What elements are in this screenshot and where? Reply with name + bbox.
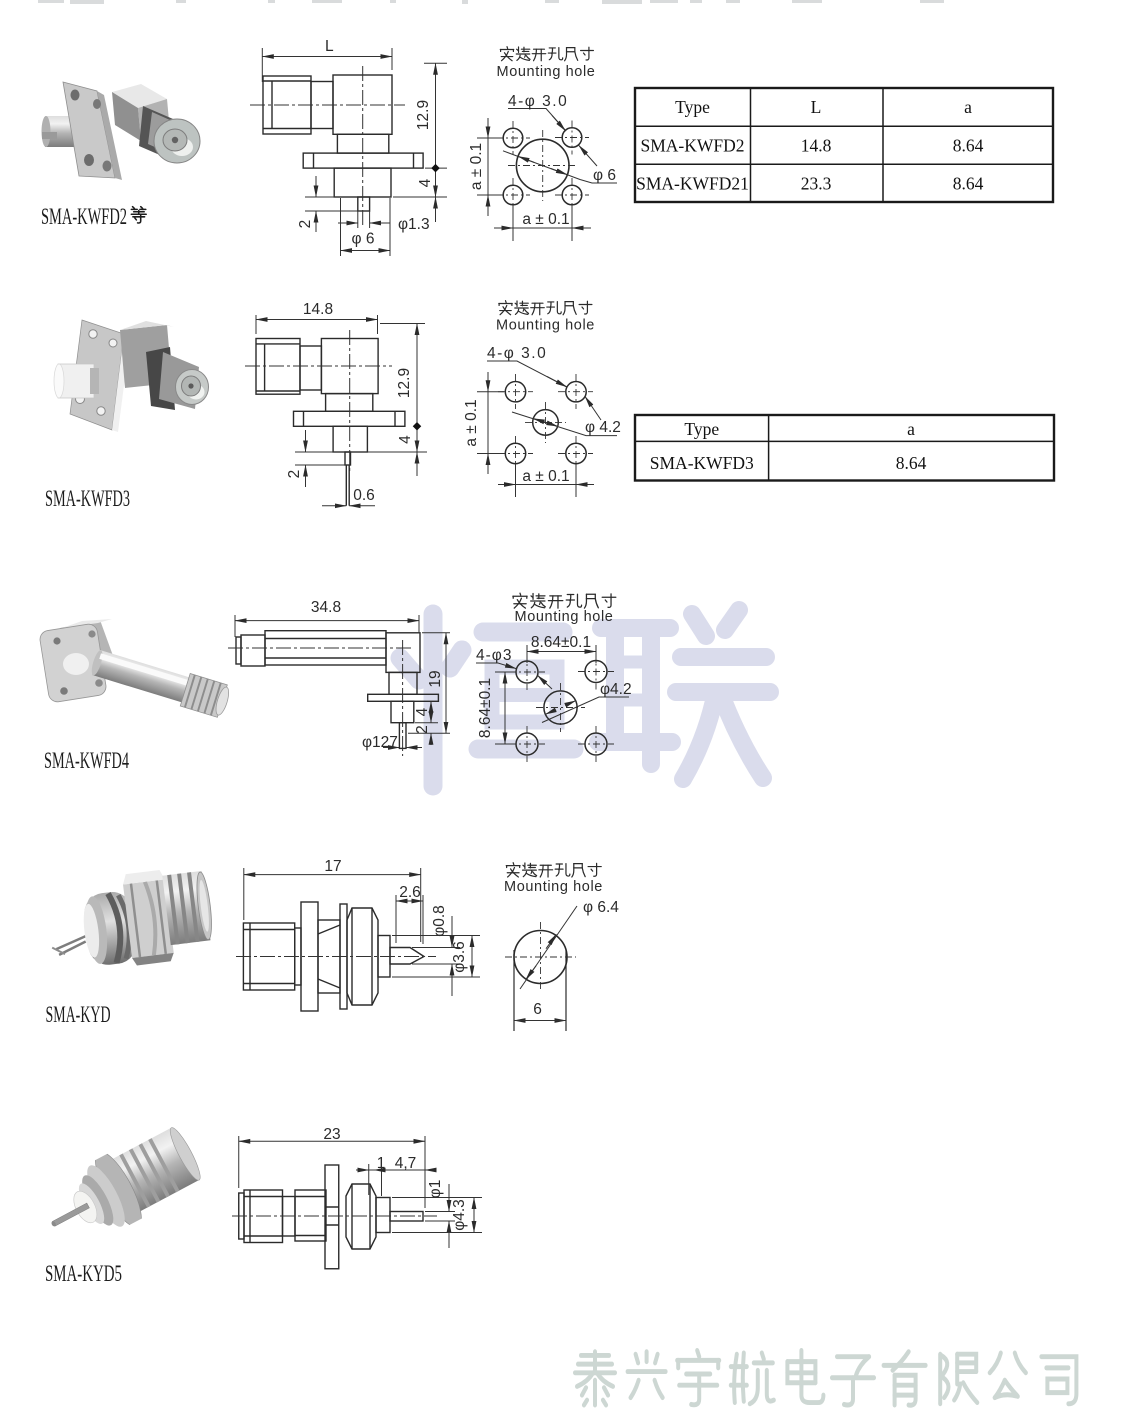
svg-text:a ± 0.1: a ± 0.1 xyxy=(468,143,485,190)
svg-text:4: 4 xyxy=(414,707,431,716)
svg-text:φ4.2: φ4.2 xyxy=(600,681,632,698)
svg-text:19: 19 xyxy=(427,670,444,687)
svg-text:SMA-KYD: SMA-KYD xyxy=(46,1002,111,1027)
svg-text:Type: Type xyxy=(675,97,710,117)
svg-text:1: 1 xyxy=(377,1155,386,1172)
svg-text:SMA-KWFD21: SMA-KWFD21 xyxy=(636,174,749,194)
svg-text:4,7: 4,7 xyxy=(395,1155,417,1172)
svg-text:8.64: 8.64 xyxy=(953,136,984,156)
svg-text:4: 4 xyxy=(417,178,434,187)
svg-text:φ127: φ127 xyxy=(362,734,398,751)
svg-text:φ3.6: φ3.6 xyxy=(451,941,468,973)
svg-text:φ 4.2: φ 4.2 xyxy=(585,419,621,436)
svg-text:φ 6.4: φ 6.4 xyxy=(583,899,619,916)
svg-text:8.64: 8.64 xyxy=(896,453,927,473)
svg-text:2.6: 2.6 xyxy=(399,884,421,901)
svg-text:SMA-KYD5: SMA-KYD5 xyxy=(45,1261,122,1286)
svg-text:8.64±0.1: 8.64±0.1 xyxy=(477,678,494,738)
svg-text:a: a xyxy=(907,419,915,439)
svg-text:SMA-KWFD3: SMA-KWFD3 xyxy=(650,453,754,473)
svg-text:4-φ3: 4-φ3 xyxy=(476,647,512,664)
svg-text:φ0.8: φ0.8 xyxy=(431,905,448,937)
svg-text:φ4.3: φ4.3 xyxy=(451,1199,468,1231)
svg-text:4-φ 3.0: 4-φ 3.0 xyxy=(487,345,547,362)
svg-text:φ 6: φ 6 xyxy=(352,231,375,248)
svg-text:Mounting hole: Mounting hole xyxy=(515,609,614,625)
svg-text:SMA-KWFD3: SMA-KWFD3 xyxy=(45,486,130,511)
svg-text:L: L xyxy=(325,38,334,55)
svg-text:23.3: 23.3 xyxy=(801,174,832,194)
svg-text:14.8: 14.8 xyxy=(801,136,832,156)
svg-text:φ1.3: φ1.3 xyxy=(398,216,430,233)
svg-text:34.8: 34.8 xyxy=(311,599,341,616)
svg-text:4: 4 xyxy=(397,435,414,444)
svg-text:14.8: 14.8 xyxy=(303,301,333,318)
svg-text:6: 6 xyxy=(533,1001,542,1018)
svg-text:2: 2 xyxy=(297,220,314,229)
svg-text:0.6: 0.6 xyxy=(353,487,375,504)
svg-text:4-φ 3.0: 4-φ 3.0 xyxy=(508,93,568,110)
svg-text:Type: Type xyxy=(684,419,719,439)
svg-text:17: 17 xyxy=(324,858,341,875)
svg-text:2: 2 xyxy=(414,725,431,734)
svg-text:12.9: 12.9 xyxy=(415,100,432,130)
svg-text:SMA-KWFD2: SMA-KWFD2 xyxy=(41,204,127,229)
svg-text:Mounting hole: Mounting hole xyxy=(496,318,595,334)
svg-text:SMA-KWFD4: SMA-KWFD4 xyxy=(44,748,129,773)
svg-text:8.64: 8.64 xyxy=(953,174,984,194)
svg-text:Mounting hole: Mounting hole xyxy=(497,64,596,80)
svg-text:a ± 0.1: a ± 0.1 xyxy=(463,399,480,446)
svg-text:SMA-KWFD2: SMA-KWFD2 xyxy=(640,136,744,156)
svg-text:8.64±0.1: 8.64±0.1 xyxy=(531,634,591,651)
svg-text:φ1: φ1 xyxy=(427,1180,444,1199)
svg-text:L: L xyxy=(811,97,822,117)
svg-text:23: 23 xyxy=(323,1126,340,1143)
svg-text:a: a xyxy=(964,97,972,117)
svg-text:2: 2 xyxy=(286,470,303,479)
svg-text:a ± 0.1: a ± 0.1 xyxy=(522,468,569,485)
svg-text:Mounting hole: Mounting hole xyxy=(504,879,603,895)
svg-text:φ 6: φ 6 xyxy=(593,167,616,184)
svg-text:12.9: 12.9 xyxy=(396,368,413,398)
svg-text:a ± 0.1: a ± 0.1 xyxy=(522,211,569,228)
